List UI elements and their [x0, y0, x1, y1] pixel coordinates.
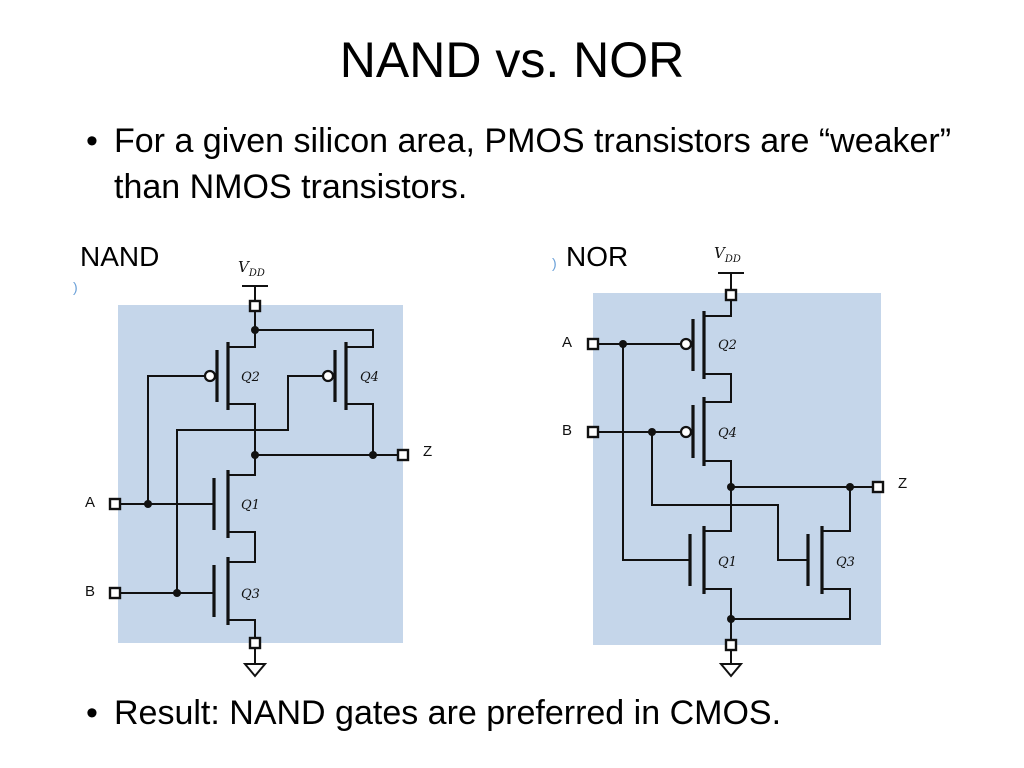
- nor-circuit: ) VDD Q2 Q4: [552, 244, 907, 678]
- nand-ground-icon: [242, 663, 268, 678]
- nand-diagram-label: NAND: [80, 241, 160, 272]
- nor-q1-label: Q1: [718, 555, 737, 570]
- nor-gnd-terminal: [724, 638, 738, 652]
- nand-circuit: ) VDD Q2: [73, 258, 432, 678]
- bullet-marker: •: [86, 694, 98, 732]
- nand-q1-label: Q1: [241, 498, 260, 513]
- nor-output-terminal: [871, 480, 885, 494]
- nand-gnd-terminal: [248, 636, 262, 650]
- nor-output-label: Z: [898, 475, 907, 492]
- bullet-marker: •: [86, 122, 98, 160]
- bullet-text: Result: NAND gates are preferred in CMOS…: [114, 694, 782, 732]
- nand-q4-label: Q4: [360, 370, 379, 385]
- nor-diagram-label: NOR: [566, 241, 629, 272]
- nor-input-a-terminal: [586, 337, 600, 351]
- nand-q2: Q2: [147, 329, 260, 454]
- nor-q4: Q4: [597, 397, 737, 488]
- nand-q2-label: Q2: [241, 370, 260, 385]
- nor-ground-icon: [718, 663, 744, 678]
- nor-input-a-label: A: [562, 334, 572, 351]
- nor-q2: Q2: [597, 311, 737, 403]
- slide-title: NAND vs. NOR: [339, 32, 685, 88]
- svg-text:): ): [73, 279, 78, 295]
- nand-output-label: Z: [423, 443, 432, 460]
- svg-text:): ): [552, 255, 557, 271]
- bullet-text: For a given silicon area, PMOS transisto…: [114, 122, 952, 206]
- nor-q3: Q3: [730, 486, 855, 620]
- nor-q3-label: Q3: [836, 555, 855, 570]
- nor-input-b-terminal: [586, 425, 600, 439]
- nand-q1: Q1: [147, 454, 260, 563]
- nand-vdd-terminal: [248, 299, 262, 313]
- nor-panel: [593, 293, 881, 645]
- nor-q4-label: Q4: [718, 426, 737, 441]
- nor-q1: Q1: [688, 486, 737, 641]
- nand-input-a-label: A: [85, 494, 95, 511]
- nand-output-terminal: [396, 448, 410, 462]
- nand-input-b-terminal: [108, 586, 122, 600]
- nand-q3: Q3: [117, 557, 260, 639]
- nor-input-b-label: B: [562, 422, 572, 439]
- nand-input-a-terminal: [108, 497, 122, 511]
- nand-q3-label: Q3: [241, 587, 260, 602]
- nor-vdd-label: VDD: [714, 244, 741, 265]
- nor-q2-label: Q2: [718, 338, 737, 353]
- nor-vdd-terminal: [724, 288, 738, 302]
- nand-q4: Q4: [287, 329, 379, 456]
- bullet-nand-preferred: • Result: NAND gates are preferred in CM…: [86, 690, 966, 736]
- nand-panel: [118, 305, 403, 643]
- bullet-pmos-weaker: • For a given silicon area, PMOS transis…: [86, 118, 966, 210]
- nand-input-b-label: B: [85, 583, 95, 600]
- nand-vdd-label: VDD: [238, 258, 265, 279]
